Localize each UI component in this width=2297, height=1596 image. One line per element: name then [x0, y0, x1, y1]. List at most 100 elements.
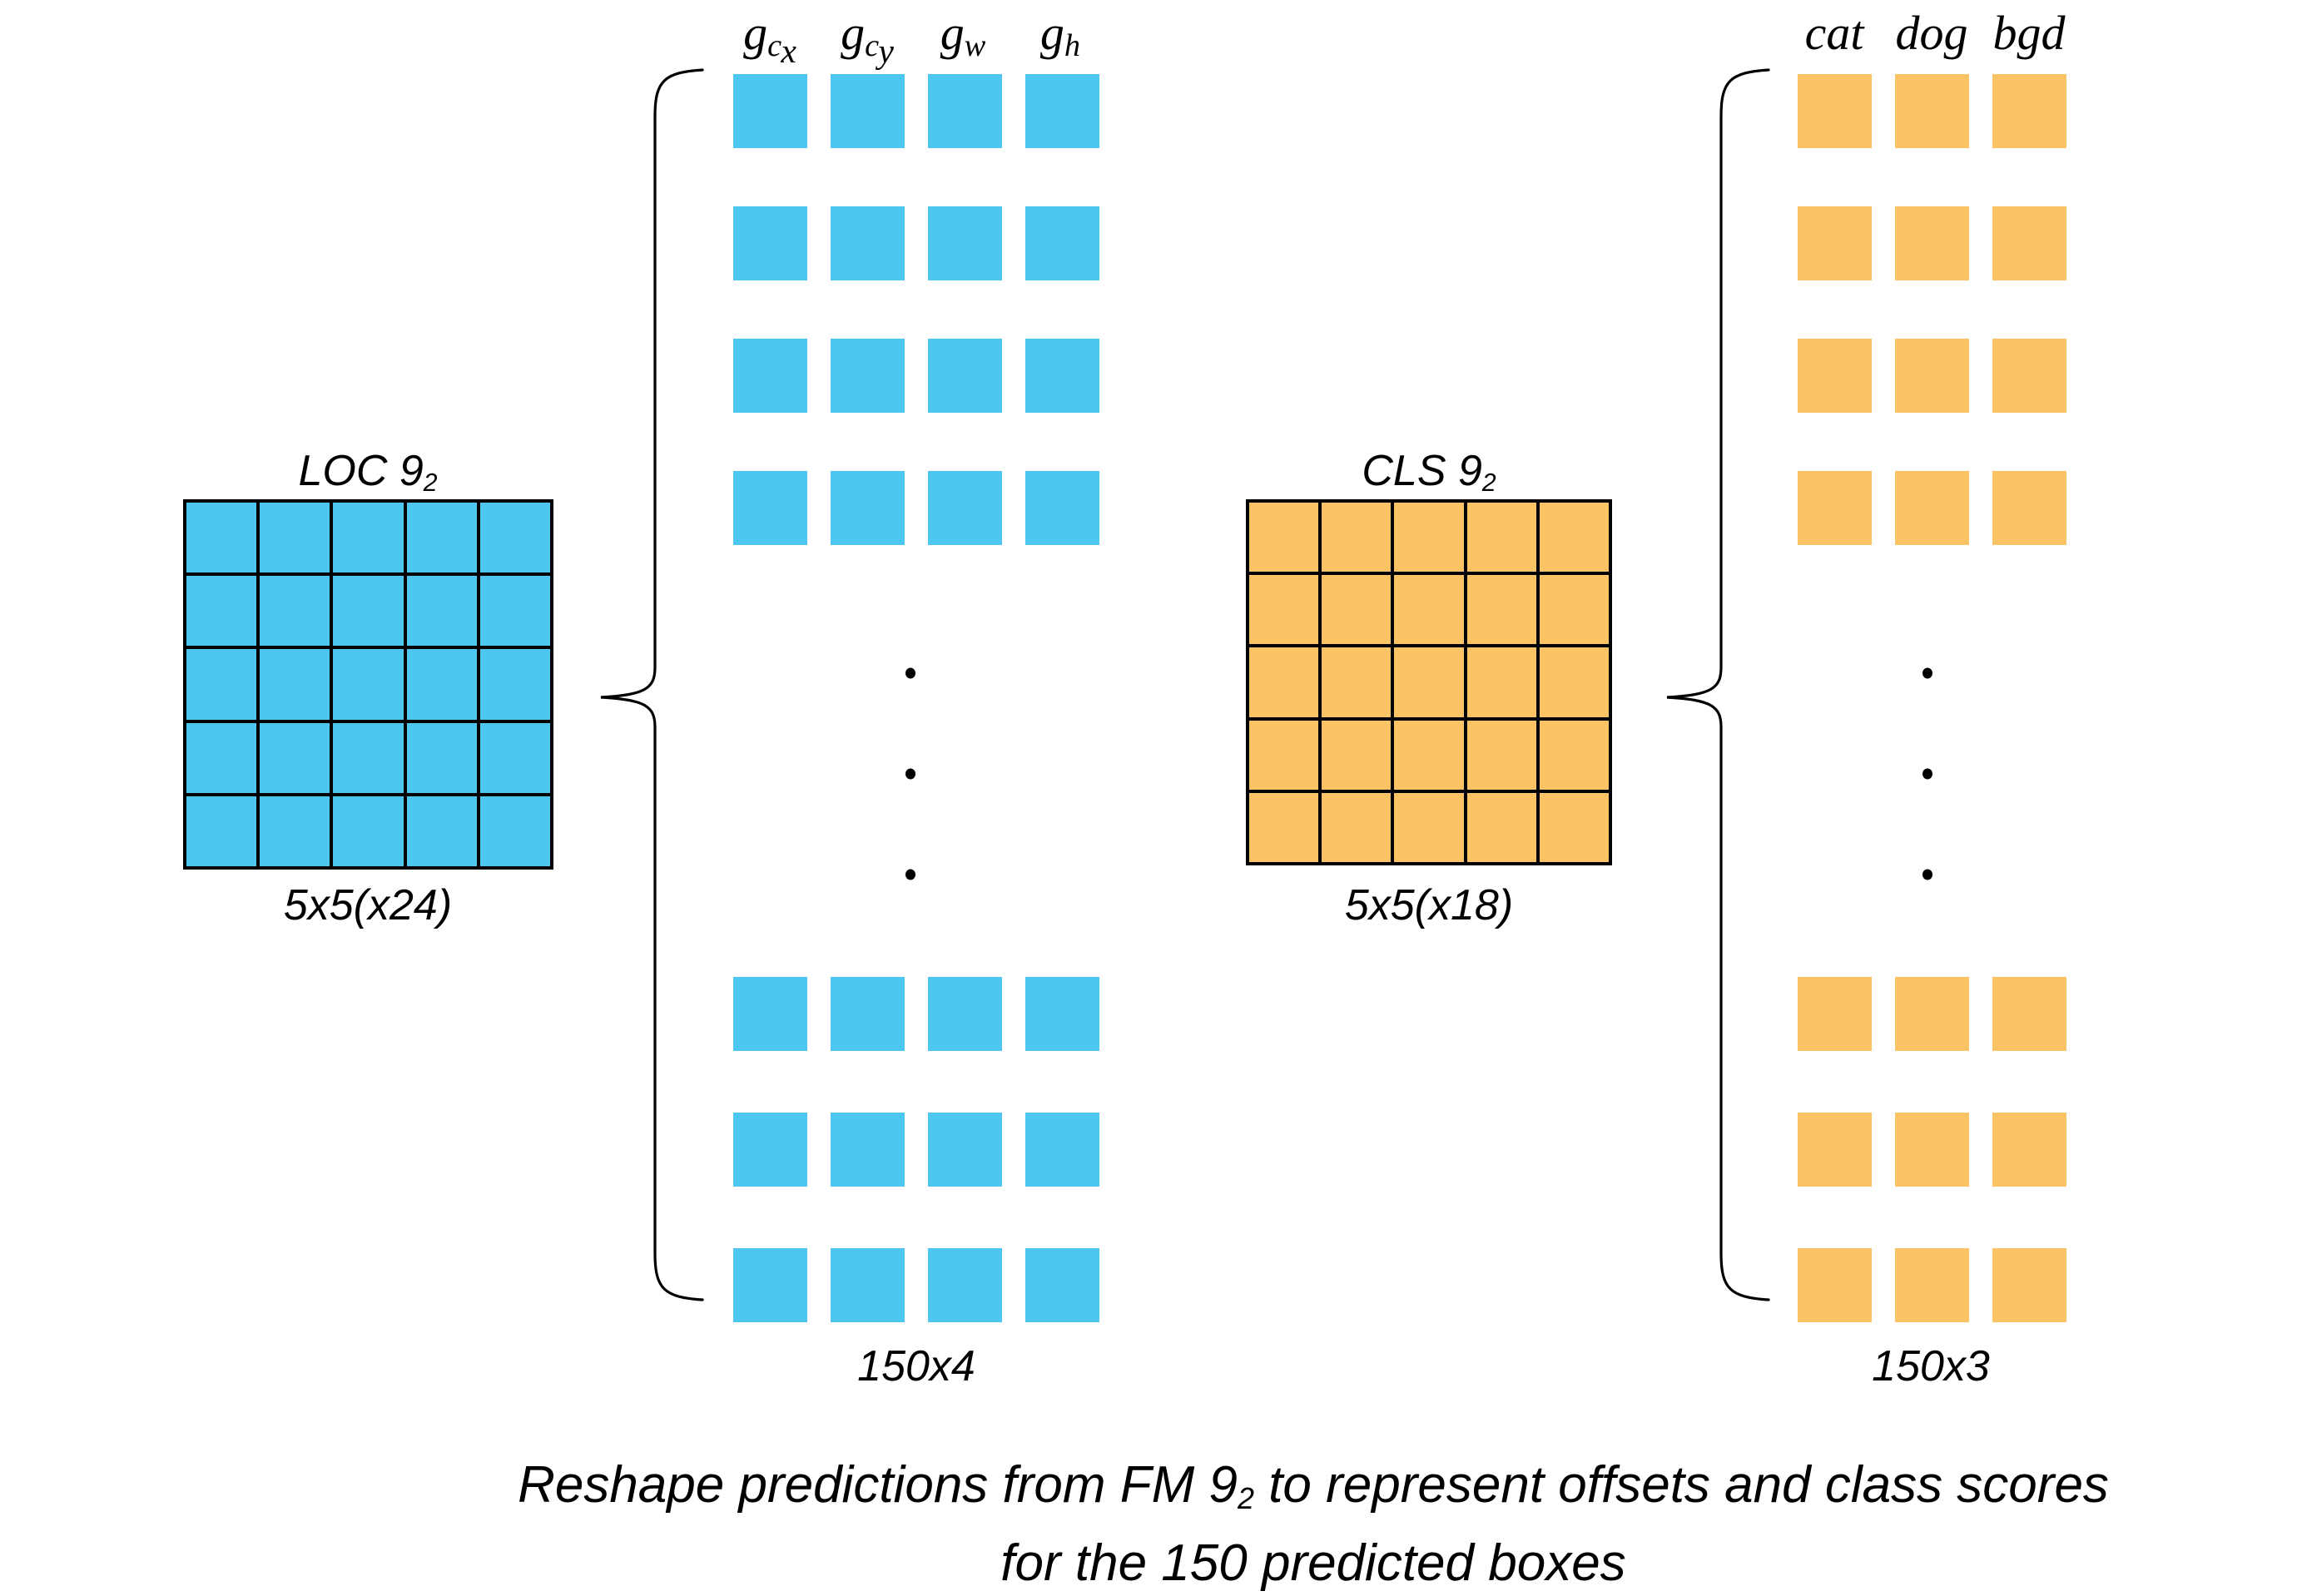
grid-cell	[185, 721, 259, 795]
offset-cell	[831, 1248, 905, 1322]
class-score-cell	[1798, 339, 1872, 413]
grid-cell	[478, 794, 552, 868]
offset-cell	[928, 977, 1002, 1051]
class-score-cell	[1798, 1248, 1872, 1322]
offset-cell	[928, 339, 1002, 413]
grid-cell	[1537, 646, 1610, 719]
loc-grid-dims-label: 5x5(x24)	[283, 881, 453, 929]
offset-cell	[733, 339, 807, 413]
grid-cell	[1465, 791, 1538, 864]
grid-cell	[1392, 718, 1466, 791]
column-header: gcy	[841, 6, 894, 71]
offset-cell	[733, 1113, 807, 1187]
grid-cell	[1248, 573, 1321, 647]
offset-cell	[928, 1248, 1002, 1322]
offset-cell	[733, 977, 807, 1051]
offset-cell	[733, 1248, 807, 1322]
class-score-cell	[1895, 74, 1969, 148]
class-score-cell	[1992, 1248, 2066, 1322]
class-score-cell	[1798, 74, 1872, 148]
grid-cell	[331, 501, 405, 575]
class-score-cell	[1895, 206, 1969, 280]
offset-cell	[1025, 339, 1099, 413]
offset-cell	[831, 1113, 905, 1187]
grid-cell	[1248, 791, 1321, 864]
loc-reshaped-size-label: 150x4	[857, 1342, 975, 1390]
offset-cell	[1025, 1248, 1099, 1322]
grid-cell	[1320, 573, 1393, 647]
grid-cell	[258, 501, 332, 575]
grid-cell	[404, 794, 479, 868]
grid-cell	[1465, 501, 1538, 574]
grid-cell	[1320, 791, 1393, 864]
class-score-cell	[1895, 471, 1969, 545]
ellipsis-dot	[905, 768, 915, 780]
offset-cell	[733, 206, 807, 280]
grid-cell	[331, 794, 405, 868]
ellipsis-dot	[905, 667, 915, 679]
offset-cell	[831, 977, 905, 1051]
column-header: dog	[1895, 6, 1968, 60]
reshape-brace-left	[600, 68, 704, 1301]
offset-cell	[1025, 1113, 1099, 1187]
grid-cell	[1537, 791, 1610, 864]
grid-cell	[404, 574, 479, 648]
grid-cell	[258, 574, 332, 648]
caption-line-2: for the 150 predicted boxes	[1000, 1534, 1626, 1592]
class-score-cell	[1992, 74, 2066, 148]
class-score-cell	[1992, 339, 2066, 413]
grid-cell	[1465, 718, 1538, 791]
grid-cell	[478, 574, 552, 648]
grid-cell	[1248, 718, 1321, 791]
class-score-cell	[1895, 339, 1969, 413]
ellipsis-dot	[1922, 768, 1932, 780]
offset-cell	[1025, 977, 1099, 1051]
ellipsis-dot	[905, 869, 915, 880]
grid-cell	[478, 721, 552, 795]
class-score-cell	[1992, 977, 2066, 1051]
class-score-cell	[1992, 1113, 2066, 1187]
grid-cell	[331, 574, 405, 648]
loc-feature-map-grid	[183, 499, 553, 870]
class-score-cell	[1798, 977, 1872, 1051]
class-score-cell	[1798, 1113, 1872, 1187]
grid-cell	[1537, 501, 1610, 574]
cls-feature-map-grid	[1246, 499, 1612, 865]
cls-grid-title: CLS 92	[1362, 447, 1496, 497]
ellipsis-dot	[1922, 869, 1932, 880]
grid-cell	[1392, 646, 1466, 719]
column-header: cat	[1804, 6, 1864, 60]
offset-cell	[928, 1113, 1002, 1187]
column-header: gh	[1039, 6, 1081, 64]
grid-cell	[1392, 791, 1466, 864]
grid-cell	[1465, 573, 1538, 647]
grid-cell	[404, 501, 479, 575]
grid-cell	[331, 721, 405, 795]
class-score-cell	[1798, 471, 1872, 545]
class-score-cell	[1798, 206, 1872, 280]
grid-cell	[478, 647, 552, 721]
offset-cell	[1025, 206, 1099, 280]
class-score-cell	[1992, 471, 2066, 545]
loc-grid-title: LOC 92	[298, 447, 438, 497]
grid-cell	[1248, 646, 1321, 719]
grid-cell	[185, 647, 259, 721]
offset-cell	[733, 471, 807, 545]
ellipsis-dot	[1922, 667, 1932, 679]
offset-cell	[928, 471, 1002, 545]
reshape-brace-right	[1666, 68, 1770, 1301]
grid-cell	[1537, 718, 1610, 791]
grid-cell	[1320, 501, 1393, 574]
offset-cell	[831, 74, 905, 148]
grid-cell	[404, 721, 479, 795]
offset-cell	[831, 339, 905, 413]
class-score-cell	[1895, 977, 1969, 1051]
class-score-cell	[1895, 1113, 1969, 1187]
grid-cell	[404, 647, 479, 721]
offset-cell	[1025, 471, 1099, 545]
grid-cell	[258, 794, 332, 868]
cls-grid-dims-label: 5x5(x18)	[1344, 881, 1514, 929]
grid-cell	[185, 501, 259, 575]
